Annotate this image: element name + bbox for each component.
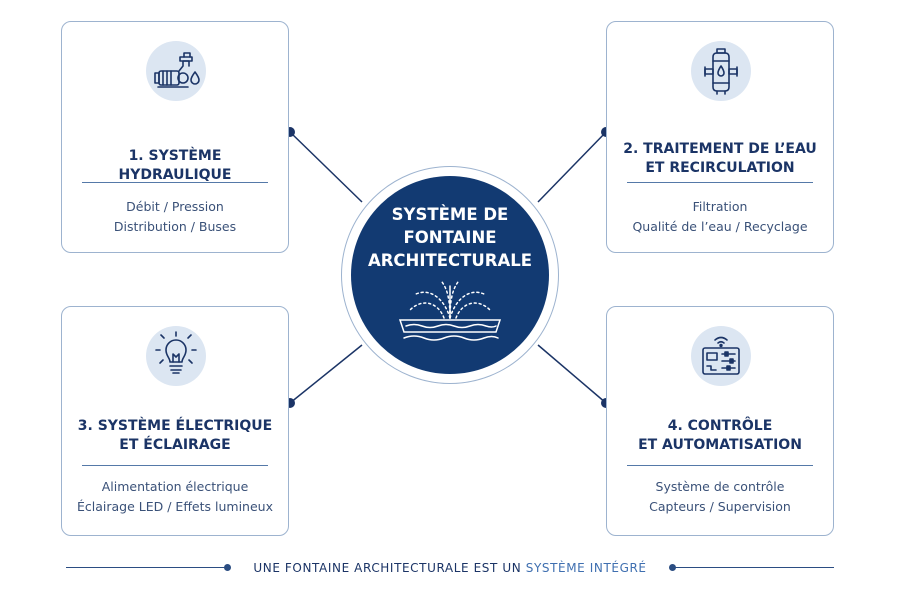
card-details: Filtration Qualité de l’eau / Recyclage (611, 197, 829, 237)
card-details: Alimentation électrique Éclairage LED / … (66, 477, 284, 517)
center-title: SYSTÈME DE FONTAINE ARCHITECTURALE (351, 203, 549, 272)
fountain-icon (398, 281, 502, 341)
card-detail-line: Distribution / Buses (113, 219, 237, 234)
card-detail-line: Débit / Pression (126, 199, 224, 214)
card-title-line: 3. SYSTÈME ÉLECTRIQUE (77, 418, 273, 434)
center-title-line: SYSTÈME DE (391, 205, 509, 224)
card-divider (627, 182, 813, 183)
connector-line-1 (289, 131, 363, 203)
connector-line-3 (289, 344, 363, 404)
connector-line-4 (537, 344, 607, 404)
footer-text-main: UNE FONTAINE ARCHITECTURALE EST UN (253, 561, 526, 575)
lightbulb-icon (146, 326, 206, 386)
card-title: 3. SYSTÈME ÉLECTRIQUE ET ÉCLAIRAGE (70, 417, 280, 455)
center-hub (351, 176, 549, 374)
card-hydraulic-system: 1. SYSTÈME HYDRAULIQUE Débit / Pression … (61, 21, 289, 253)
control-panel-icon (691, 326, 751, 386)
card-details: Système de contrôle Capteurs / Supervisi… (611, 477, 829, 517)
card-detail-line: Alimentation électrique (101, 479, 249, 494)
card-details: Débit / Pression Distribution / Buses (66, 197, 284, 237)
center-title-line: ARCHITECTURALE (367, 251, 533, 270)
card-title: 1. SYSTÈME HYDRAULIQUE (70, 147, 280, 185)
card-title-line: 4. CONTRÔLE (667, 418, 773, 434)
card-detail-line: Qualité de l’eau / Recyclage (632, 219, 808, 234)
card-detail-line: Éclairage LED / Effets lumineux (77, 499, 273, 514)
footer-rule-left (66, 567, 230, 568)
card-detail-line: Capteurs / Supervision (649, 499, 791, 514)
footer-rule-right (670, 567, 834, 568)
card-title-line: 1. SYSTÈME HYDRAULIQUE (118, 148, 232, 183)
card-divider (82, 182, 268, 183)
footer-text-accent: SYSTÈME INTÉGRÉ (525, 561, 647, 575)
card-title-line: ET AUTOMATISATION (638, 437, 802, 453)
card-title-line: 2. TRAITEMENT DE L’EAU (623, 141, 817, 157)
card-detail-line: Filtration (692, 199, 748, 214)
card-divider (627, 465, 813, 466)
card-title-line: ET ÉCLAIRAGE (119, 437, 231, 453)
card-title: 4. CONTRÔLE ET AUTOMATISATION (615, 417, 825, 455)
footer-dot-left (224, 564, 231, 571)
card-water-treatment: 2. TRAITEMENT DE L’EAU ET RECIRCULATION … (606, 21, 834, 253)
footer-tagline: UNE FONTAINE ARCHITECTURALE EST UN SYSTÈ… (250, 558, 650, 578)
card-title-line: ET RECIRCULATION (645, 160, 795, 176)
card-detail-line: Système de contrôle (655, 479, 785, 494)
footer: UNE FONTAINE ARCHITECTURALE EST UN SYSTÈ… (0, 558, 900, 578)
card-divider (82, 465, 268, 466)
card-electrical-lighting: 3. SYSTÈME ÉLECTRIQUE ET ÉCLAIRAGE Alime… (61, 306, 289, 536)
filter-tank-icon (691, 41, 751, 101)
pump-icon (146, 41, 206, 101)
connector-line-2 (537, 131, 607, 203)
card-control-automation: 4. CONTRÔLE ET AUTOMATISATION Système de… (606, 306, 834, 536)
center-title-line: FONTAINE (403, 228, 497, 247)
card-title: 2. TRAITEMENT DE L’EAU ET RECIRCULATION (615, 140, 825, 178)
